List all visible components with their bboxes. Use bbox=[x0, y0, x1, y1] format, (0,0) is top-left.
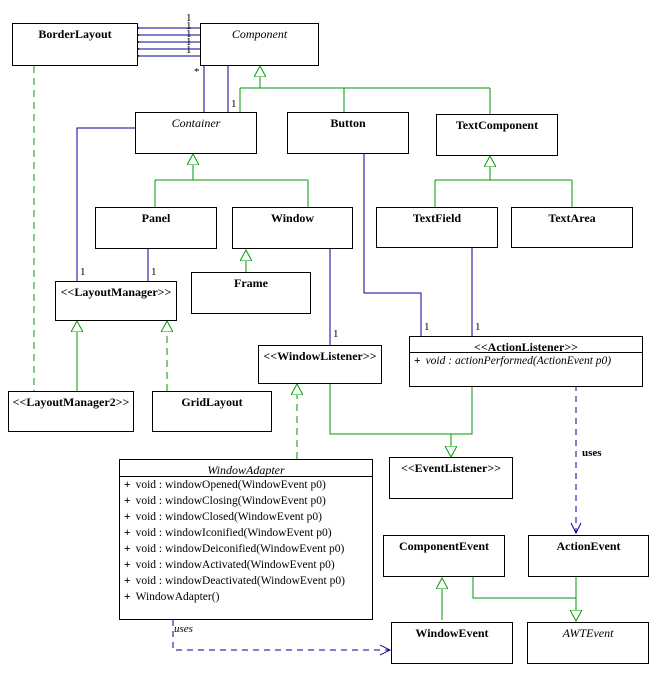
operation-signature: void : windowDeactivated(WindowEvent p0) bbox=[135, 575, 345, 587]
class-frame-name: Frame bbox=[234, 276, 268, 290]
public-marker: + bbox=[124, 495, 131, 507]
class-actionlistener-operation-0[interactable]: + void : actionPerformed(ActionEvent p0) bbox=[414, 355, 611, 367]
class-button-name: Button bbox=[330, 116, 366, 130]
mult-borderlayout-1e: 1 bbox=[186, 44, 192, 56]
operation-signature: WindowAdapter() bbox=[135, 591, 220, 603]
mult-layoutmanager-container: 1 bbox=[80, 266, 86, 278]
mult-actionlistener-button: 1 bbox=[424, 321, 430, 333]
class-window-name: Window bbox=[270, 211, 315, 225]
class-textfield-name: TextField bbox=[412, 211, 462, 225]
class-actionlistener-name: <<ActionListener>> bbox=[473, 340, 578, 354]
container-layoutmanager-aggregation bbox=[76, 123, 151, 281]
class-textarea-name: TextArea bbox=[548, 211, 596, 225]
button-actionlistener-aggregation bbox=[359, 138, 422, 336]
public-marker: + bbox=[124, 543, 131, 555]
operation-signature: void : windowActivated(WindowEvent p0) bbox=[135, 559, 335, 571]
mult-borderlayout-1d: 1 bbox=[186, 36, 192, 48]
operation-signature: void : windowDeiconified(WindowEvent p0) bbox=[135, 543, 345, 555]
class-actionevent[interactable]: ActionEvent bbox=[528, 535, 649, 577]
class-windowadapter-name: WindowAdapter bbox=[207, 463, 285, 477]
class-component[interactable]: Component bbox=[200, 23, 319, 66]
borderlayout-component-aggregations bbox=[123, 23, 200, 61]
component-generalization bbox=[239, 66, 491, 114]
class-windowadapter-operation-4[interactable]: + void : windowDeiconified(WindowEvent p0… bbox=[124, 543, 344, 555]
eventlistener-generalization bbox=[329, 384, 473, 457]
class-textarea[interactable]: TextArea bbox=[511, 207, 633, 248]
class-textcomponent-name: TextComponent bbox=[455, 118, 539, 132]
class-eventlistener-name: <<EventListener>> bbox=[400, 461, 501, 475]
operation-signature: void : windowClosing(WindowEvent p0) bbox=[135, 495, 326, 507]
class-componentevent-name: ComponentEvent bbox=[398, 539, 489, 553]
class-container[interactable]: Container bbox=[135, 112, 257, 154]
public-marker: + bbox=[124, 511, 131, 523]
class-awtevent-name: AWTEvent bbox=[562, 626, 614, 640]
mult-borderlayout-1a: 1 bbox=[186, 12, 192, 24]
class-windowadapter-operation-0[interactable]: + void : windowOpened(WindowEvent p0) bbox=[124, 479, 326, 491]
class-windowadapter-operation-3[interactable]: + void : windowIconified(WindowEvent p0) bbox=[124, 527, 332, 539]
class-gridlayout[interactable]: GridLayout bbox=[152, 391, 272, 432]
class-container-name: Container bbox=[171, 116, 221, 130]
class-windowadapter-operation-2[interactable]: + void : windowClosed(WindowEvent p0) bbox=[124, 511, 322, 523]
windowadapter-uses-windowevent bbox=[172, 620, 390, 650]
class-window[interactable]: Window bbox=[232, 207, 353, 249]
container-generalization bbox=[154, 154, 309, 207]
public-marker: + bbox=[124, 575, 131, 587]
class-gridlayout-name: GridLayout bbox=[181, 395, 243, 409]
mult-container-1: 1 bbox=[231, 98, 237, 110]
class-windowadapter-separator bbox=[120, 476, 372, 477]
class-panel-name: Panel bbox=[141, 211, 171, 225]
class-windowevent[interactable]: WindowEvent bbox=[391, 622, 513, 664]
class-layoutmanager[interactable]: <<LayoutManager>> bbox=[55, 281, 177, 321]
class-actionlistener-separator bbox=[410, 352, 642, 353]
borderlayout-layoutmanager2-realization bbox=[33, 66, 58, 418]
mult-actionlistener-textfield: 1 bbox=[475, 321, 481, 333]
class-frame[interactable]: Frame bbox=[191, 272, 311, 314]
class-actionlistener[interactable]: <<ActionListener>> + void : actionPerform… bbox=[409, 336, 643, 387]
class-actionevent-name: ActionEvent bbox=[556, 539, 621, 553]
public-marker: + bbox=[124, 527, 131, 539]
mult-windowlistener: 1 bbox=[333, 328, 339, 340]
class-windowlistener[interactable]: <<WindowListener>> bbox=[258, 345, 382, 384]
class-layoutmanager-name: <<LayoutManager>> bbox=[60, 285, 172, 299]
class-layoutmanager2-name: <<LayoutManager2>> bbox=[12, 395, 130, 409]
class-panel[interactable]: Panel bbox=[95, 207, 217, 249]
class-borderlayout-name: BorderLayout bbox=[38, 27, 112, 41]
class-awtevent[interactable]: AWTEvent bbox=[527, 622, 649, 664]
public-marker: + bbox=[124, 479, 131, 491]
operation-signature: void : actionPerformed(ActionEvent p0) bbox=[425, 355, 612, 367]
mult-layoutmanager-panel: 1 bbox=[151, 266, 157, 278]
class-textfield[interactable]: TextField bbox=[376, 207, 498, 248]
class-windowadapter-operation-1[interactable]: + void : windowClosing(WindowEvent p0) bbox=[124, 495, 326, 507]
textcomponent-generalization bbox=[434, 156, 573, 207]
class-windowevent-name: WindowEvent bbox=[415, 626, 489, 640]
operation-signature: void : windowIconified(WindowEvent p0) bbox=[135, 527, 332, 539]
mult-container-many: * bbox=[194, 66, 200, 78]
public-marker: + bbox=[124, 591, 131, 603]
class-textcomponent[interactable]: TextComponent bbox=[436, 114, 558, 156]
class-windowadapter-operation-6[interactable]: + void : windowDeactivated(WindowEvent p0… bbox=[124, 575, 345, 587]
class-windowadapter-operation-5[interactable]: + void : windowActivated(WindowEvent p0) bbox=[124, 559, 335, 571]
uses-label-actionevent: uses bbox=[582, 447, 602, 459]
class-windowadapter-operation-7[interactable]: + WindowAdapter() bbox=[124, 591, 219, 603]
class-eventlistener[interactable]: <<EventListener>> bbox=[389, 457, 513, 499]
container-component-aggregation bbox=[199, 50, 233, 128]
class-windowlistener-name: <<WindowListener>> bbox=[263, 349, 377, 363]
public-marker: + bbox=[124, 559, 131, 571]
class-borderlayout[interactable]: BorderLayout bbox=[12, 23, 138, 66]
operation-signature: void : windowOpened(WindowEvent p0) bbox=[135, 479, 326, 491]
mult-borderlayout-1b: 1 bbox=[186, 20, 192, 32]
uses-label-windowevent: uses bbox=[174, 623, 193, 635]
class-windowadapter[interactable]: WindowAdapter + void : windowOpened(Windo… bbox=[119, 459, 373, 620]
class-component-name: Component bbox=[231, 27, 288, 41]
awtevent-generalization bbox=[472, 577, 576, 621]
class-layoutmanager2[interactable]: <<LayoutManager2>> bbox=[8, 391, 134, 432]
public-marker: + bbox=[414, 355, 421, 367]
mult-borderlayout-1c: 1 bbox=[186, 28, 192, 40]
class-button[interactable]: Button bbox=[287, 112, 409, 154]
operation-signature: void : windowClosed(WindowEvent p0) bbox=[135, 511, 322, 523]
class-componentevent[interactable]: ComponentEvent bbox=[383, 535, 505, 577]
